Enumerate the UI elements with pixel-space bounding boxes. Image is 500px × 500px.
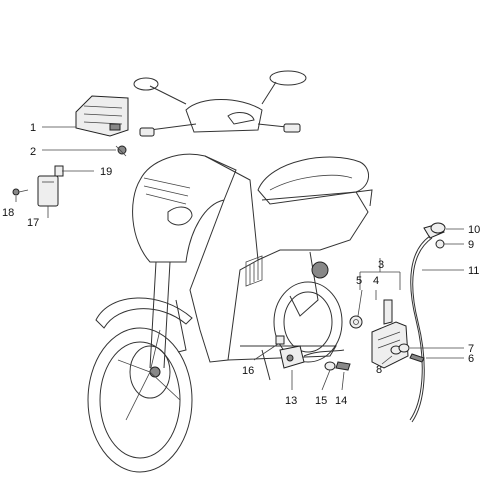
rear-wheel-rim bbox=[283, 291, 333, 353]
brake-caliper bbox=[175, 299, 187, 353]
callout-6: 6 bbox=[468, 353, 474, 365]
ignition-coil bbox=[371, 299, 409, 369]
callout-labels: 1 2 3 4 5 6 7 8 9 10 11 13 14 15 16 17 1… bbox=[2, 122, 480, 407]
side-stand bbox=[261, 349, 271, 381]
rear-wheel-tire bbox=[273, 281, 343, 363]
headset-cowl bbox=[185, 99, 263, 133]
ht-lead-outer bbox=[411, 237, 433, 423]
callout-17: 17 bbox=[27, 217, 39, 229]
sensor-screw bbox=[335, 361, 351, 371]
leader-lines bbox=[15, 126, 464, 391]
regulator-screw bbox=[115, 145, 127, 157]
callout-1: 1 bbox=[30, 122, 36, 134]
callout-15: 15 bbox=[315, 395, 327, 407]
leg-shield bbox=[189, 155, 259, 363]
spark-plug-cap bbox=[423, 222, 446, 239]
callout-4: 4 bbox=[373, 275, 379, 287]
instrument-panel bbox=[227, 112, 255, 125]
front-hub bbox=[149, 366, 161, 378]
side-vent bbox=[245, 255, 263, 287]
coil-spacer bbox=[398, 343, 410, 353]
front-grille bbox=[143, 177, 191, 205]
voltage-regulator bbox=[75, 95, 129, 137]
left-mirror bbox=[133, 77, 159, 91]
front-fender bbox=[95, 297, 193, 329]
callout-19: 19 bbox=[100, 166, 112, 178]
seat bbox=[257, 156, 369, 205]
right-mirror bbox=[269, 70, 307, 86]
seat-seam bbox=[269, 174, 353, 191]
callout-9: 9 bbox=[468, 239, 474, 251]
rear-shock-mount bbox=[311, 261, 329, 279]
tail-light bbox=[355, 189, 373, 207]
wheel-spokes bbox=[117, 329, 181, 421]
callout-2: 2 bbox=[30, 146, 36, 158]
ht-lead bbox=[409, 235, 431, 421]
pickup-sensor bbox=[279, 345, 345, 369]
sensor-grommet bbox=[275, 335, 285, 345]
coil-screw bbox=[409, 353, 425, 363]
callout-18: 18 bbox=[2, 207, 14, 219]
front-shield bbox=[132, 153, 237, 263]
engine-case bbox=[289, 251, 319, 317]
relay-screw bbox=[12, 188, 29, 196]
callout-13: 13 bbox=[285, 395, 297, 407]
group-bracket-3 bbox=[359, 271, 401, 290]
right-grip bbox=[283, 123, 301, 133]
cap-seal bbox=[435, 239, 445, 249]
starter-relay bbox=[37, 175, 59, 207]
sensor-washer bbox=[324, 361, 336, 371]
side-vent-slats bbox=[249, 260, 259, 284]
callout-10: 10 bbox=[468, 224, 480, 236]
callout-14: 14 bbox=[335, 395, 347, 407]
front-fork bbox=[149, 261, 171, 369]
callout-5: 5 bbox=[356, 275, 362, 287]
left-grip bbox=[139, 127, 155, 137]
callout-16: 16 bbox=[242, 365, 254, 377]
callout-8: 8 bbox=[376, 364, 382, 376]
callout-3: 3 bbox=[378, 259, 384, 271]
headlight bbox=[167, 206, 193, 226]
relay-clip bbox=[54, 165, 64, 177]
rear-body bbox=[257, 191, 369, 261]
mirror-stems bbox=[149, 81, 277, 105]
callout-7: 7 bbox=[468, 343, 474, 355]
coil-nut bbox=[349, 315, 363, 329]
front-wheel-tire bbox=[87, 327, 193, 473]
handlebar bbox=[149, 123, 297, 131]
front-brake-disc bbox=[129, 345, 171, 399]
scooter-illustration bbox=[87, 70, 373, 473]
callout-11: 11 bbox=[468, 265, 479, 277]
